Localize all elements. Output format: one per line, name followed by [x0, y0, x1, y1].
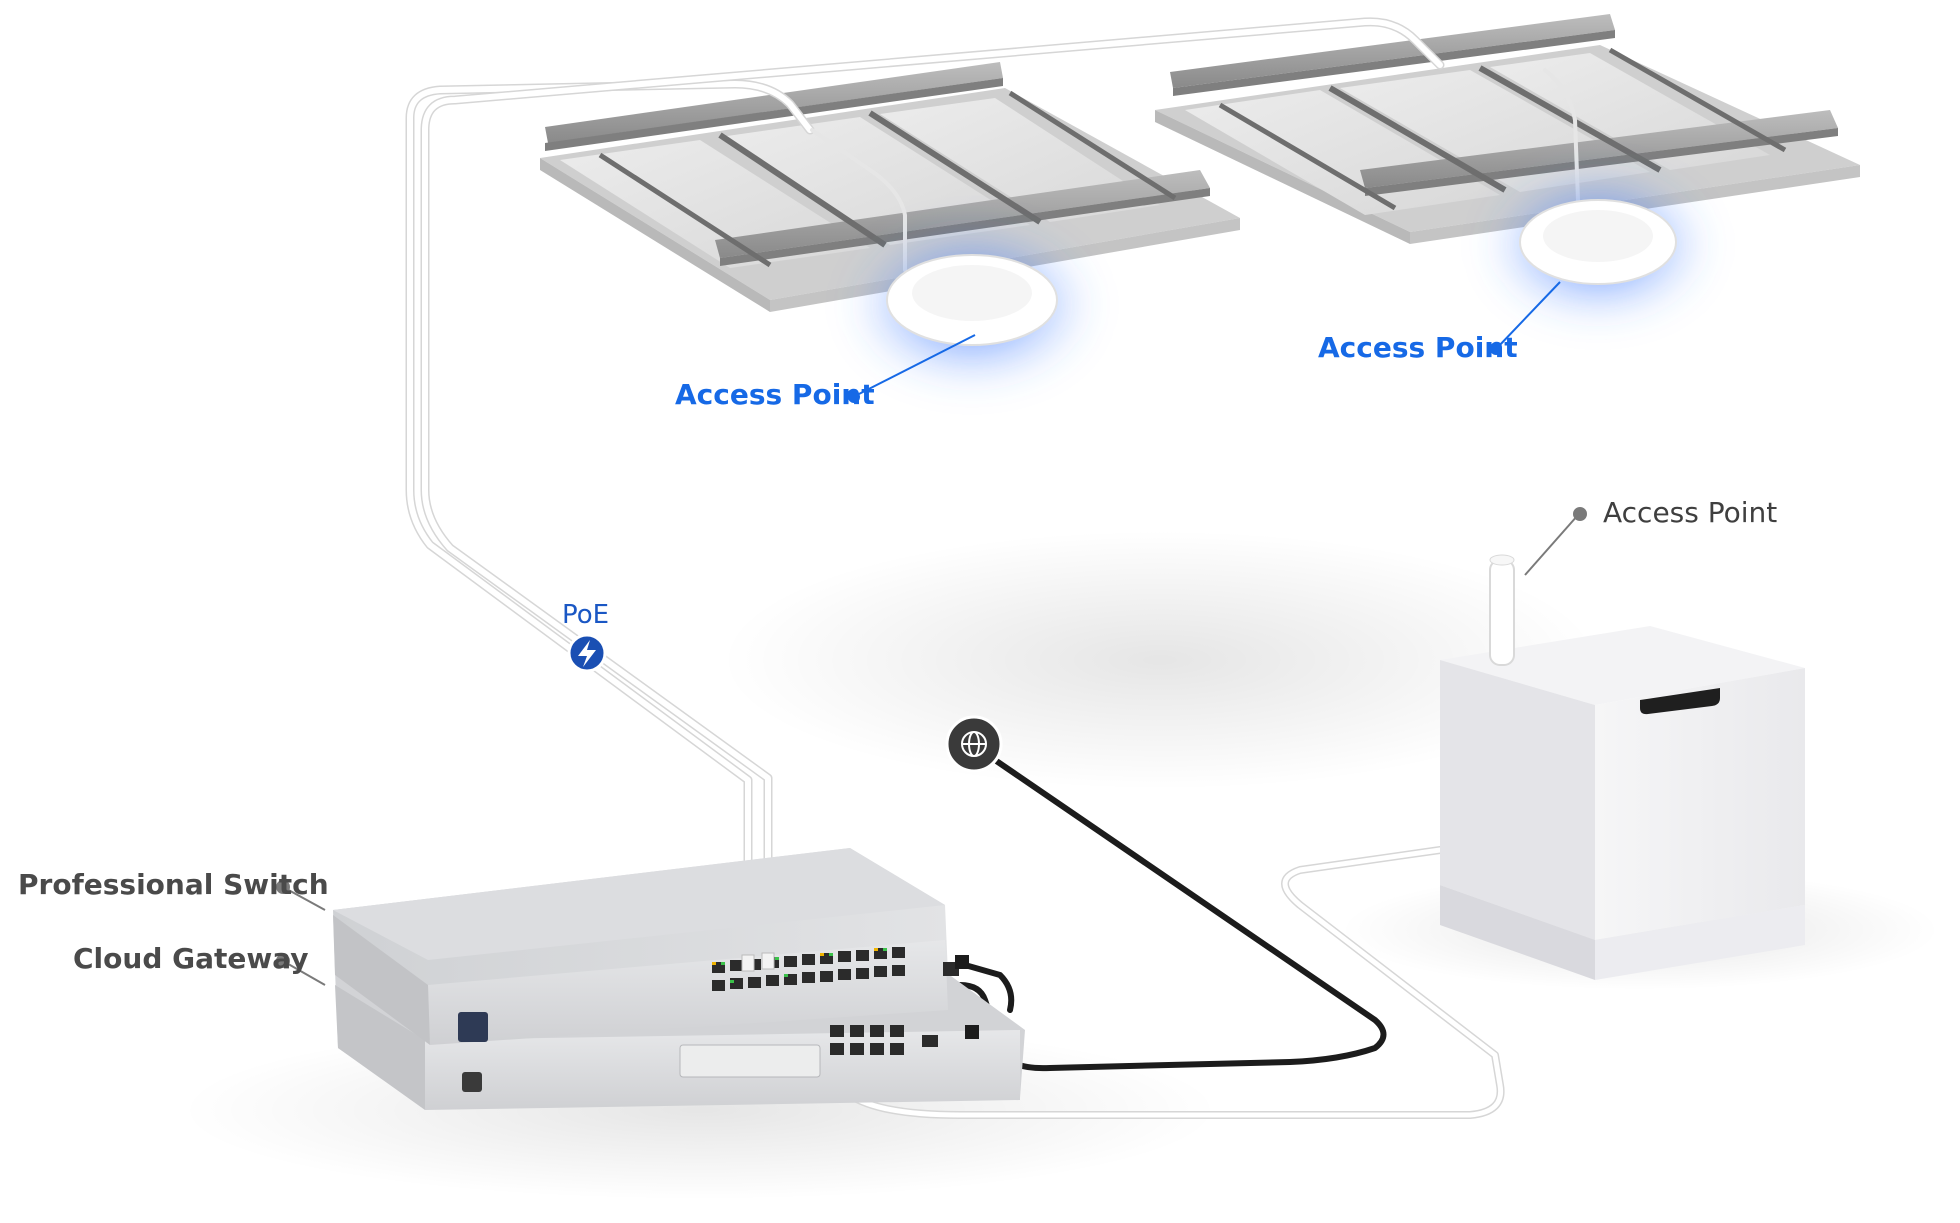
wan-cable — [957, 757, 1387, 1072]
globe-icon — [945, 715, 1003, 773]
label-cloud-gateway: Cloud Gateway — [73, 942, 309, 975]
switch-stack — [333, 848, 1025, 1110]
label-access-point-cabinet: Access Point — [1603, 496, 1778, 529]
switch-ports — [712, 947, 959, 991]
label-professional-switch: Professional Switch — [18, 868, 329, 901]
leader-lines — [276, 281, 1587, 986]
ceiling-panel-left — [540, 62, 1240, 312]
cabinet — [1440, 554, 1805, 980]
poe-cables — [405, 17, 1580, 1119]
floor-shadow — [720, 530, 1600, 790]
lightning-icon — [567, 633, 607, 673]
label-access-point-left: Access Point — [675, 378, 875, 411]
label-access-point-right: Access Point — [1318, 331, 1518, 364]
access-point-device-left — [852, 225, 1092, 385]
label-poe: PoE — [562, 600, 610, 630]
gateway-ports — [830, 1025, 938, 1055]
access-point-device-right — [1488, 170, 1708, 320]
